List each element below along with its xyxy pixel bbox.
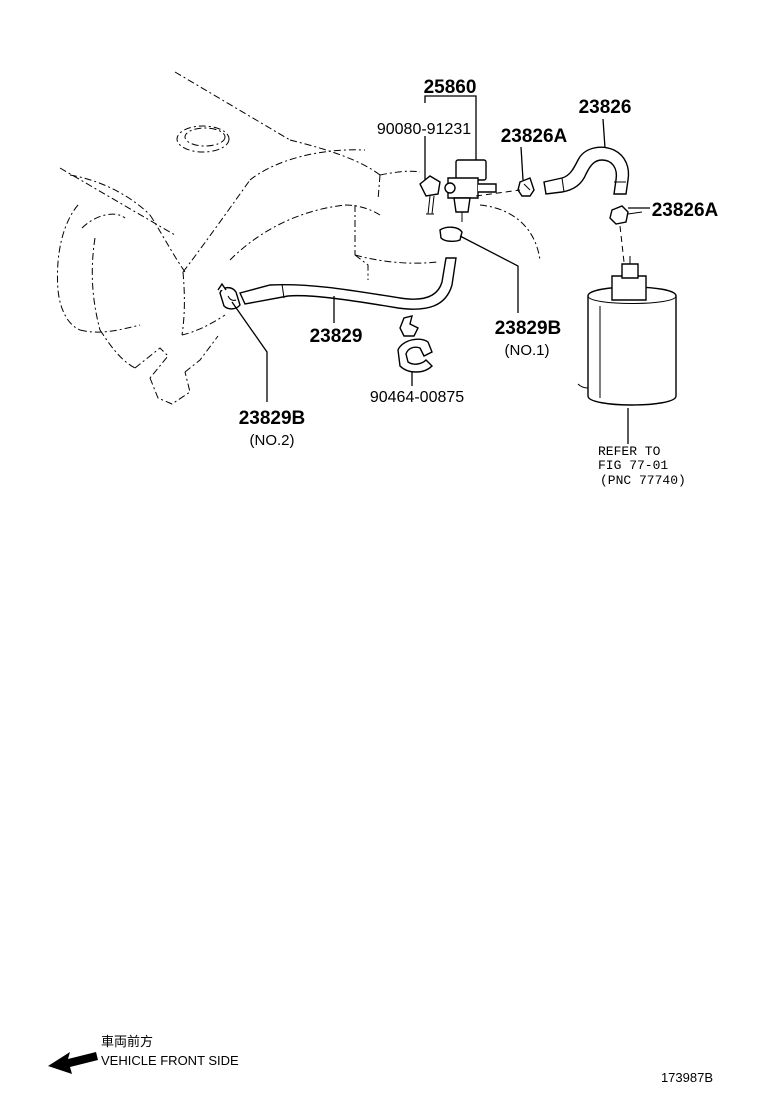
hose-clip-shape bbox=[397, 315, 433, 373]
label-23829: 23829 bbox=[310, 326, 363, 347]
vsv-25860-shape bbox=[444, 159, 497, 222]
label-25860: 25860 bbox=[424, 77, 477, 98]
vehicle-front-japanese: 車両前方 bbox=[101, 1034, 153, 1049]
reference-line-1: REFER TO bbox=[598, 444, 661, 459]
clamp-right-shape bbox=[439, 226, 463, 243]
figure-id: 173987B bbox=[661, 1070, 713, 1085]
label-90464-00875: 90464-00875 bbox=[370, 389, 464, 406]
engine-outline bbox=[56, 71, 541, 405]
hose-23826-shape bbox=[543, 146, 630, 195]
clamp-left-shape bbox=[217, 282, 241, 310]
clip-23826a-right-shape bbox=[609, 205, 643, 225]
clip-23826a-top-shape bbox=[517, 177, 535, 197]
charcoal-canister-shape bbox=[577, 256, 677, 406]
hose-23829-shape bbox=[239, 257, 457, 310]
reference-line-2: FIG 77-01 bbox=[598, 458, 668, 473]
label-23826a-top: 23826A bbox=[501, 126, 568, 147]
leader-lines bbox=[231, 95, 650, 444]
label-90080-91231: 90080-91231 bbox=[377, 121, 471, 138]
label-23829b-no2: 23829B bbox=[239, 408, 306, 429]
vehicle-front-arrow-icon bbox=[48, 1052, 98, 1074]
reference-line-3: (PNC 77740) bbox=[600, 473, 686, 488]
label-23829b-no2-sub: (NO.2) bbox=[250, 432, 295, 449]
label-23826a-right: 23826A bbox=[652, 200, 719, 221]
label-23826: 23826 bbox=[579, 97, 632, 118]
label-23829b-no1: 23829B bbox=[495, 318, 562, 339]
vehicle-front-side-label: VEHICLE FRONT SIDE bbox=[101, 1053, 239, 1068]
connection-lines bbox=[475, 189, 625, 263]
label-23829b-no1-sub: (NO.1) bbox=[505, 342, 550, 359]
bolt-90080-shape bbox=[419, 175, 441, 215]
